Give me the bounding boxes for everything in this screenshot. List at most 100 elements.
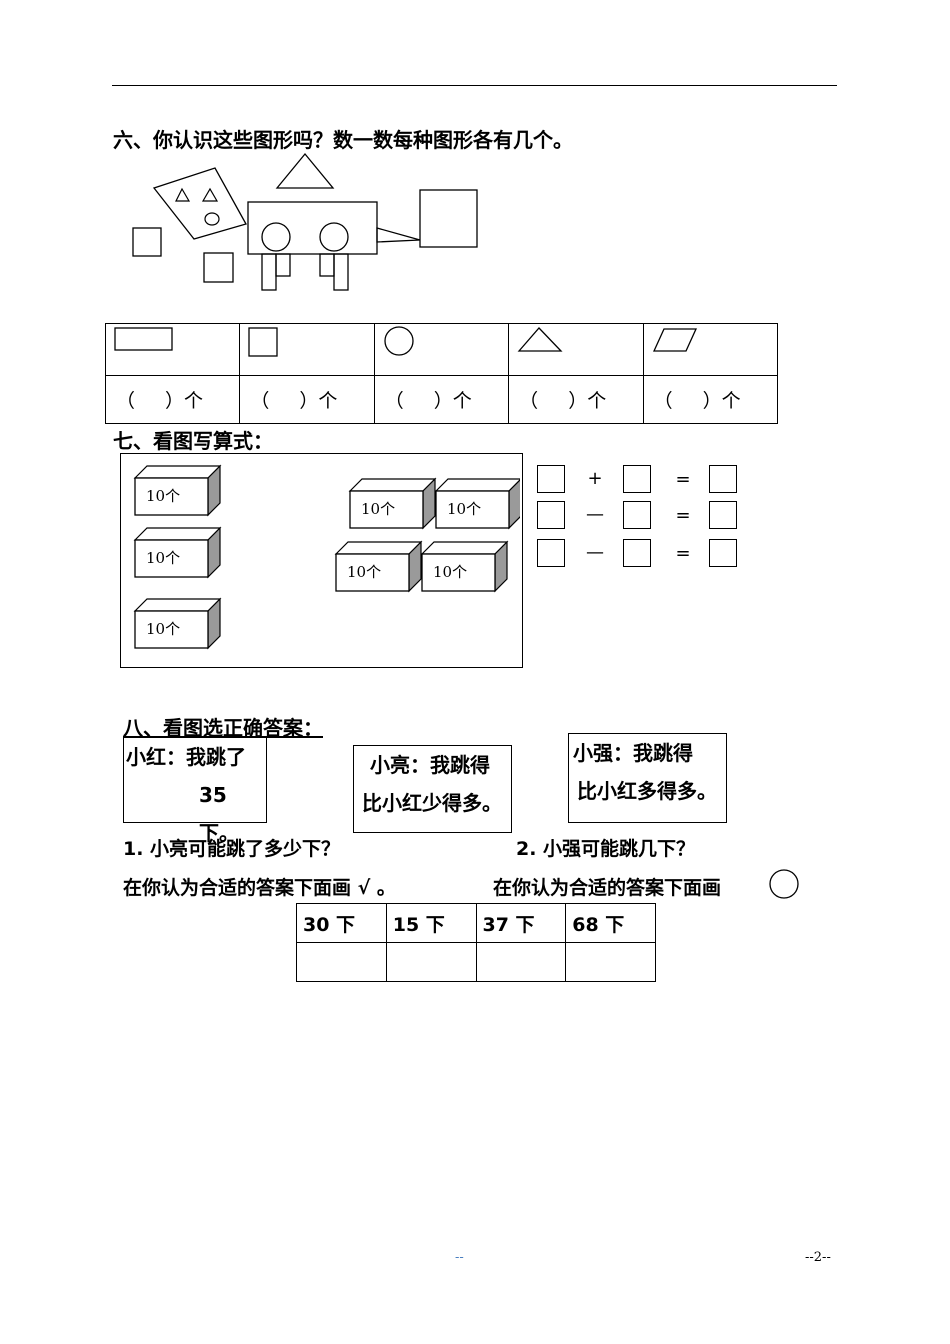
equation-blank[interactable]: [623, 465, 651, 493]
circle-icon: [384, 326, 414, 356]
ten-block: 10个: [133, 526, 222, 579]
answer-option: 30 下: [296, 903, 387, 943]
figure-circle-1: [261, 222, 291, 252]
equation-operator: —: [586, 504, 604, 525]
ten-block: 10个: [133, 597, 222, 650]
count-shape-rectangle: [104, 323, 241, 376]
figure-leg-2: [275, 253, 291, 277]
section7-title: 七、看图写算式：: [113, 429, 273, 453]
figure-small-circle: [204, 212, 220, 226]
bubble-xiaoqiang-line1: 小强：我跳得: [573, 741, 693, 765]
figure-leg-4: [333, 253, 349, 291]
ten-block-top: [348, 478, 437, 492]
equation-blank[interactable]: [623, 501, 651, 529]
footer-center: --: [455, 1250, 464, 1265]
ten-block-front: [421, 553, 496, 592]
ten-block-label: 10个: [146, 549, 180, 567]
equation-blank[interactable]: [537, 465, 565, 493]
equation-blank[interactable]: [709, 465, 737, 493]
triangle-icon: [517, 327, 563, 352]
figure-square-bottom: [203, 252, 234, 283]
parallelogram-icon: [652, 328, 697, 352]
count-table: （）个 （）个 （）个 （）个 （）个: [104, 323, 779, 424]
equation-blank[interactable]: [709, 501, 737, 529]
figure-tail-triangle: [376, 227, 421, 243]
answer-mark-cell[interactable]: [296, 942, 387, 982]
count-shape-triangle: [508, 323, 644, 376]
equation-blank[interactable]: [537, 501, 565, 529]
ten-block-top: [434, 478, 520, 492]
ten-block-top: [133, 527, 222, 541]
count-answer-cell[interactable]: （）个: [373, 375, 510, 424]
count-answer-cell[interactable]: （）个: [508, 375, 644, 424]
ten-block: 10个: [434, 478, 520, 530]
bubble-xiaohong: 小红：我跳了 35下。: [123, 737, 267, 845]
figure-small-triangle-2: [201, 187, 219, 202]
ten-block-top: [133, 598, 222, 612]
ten-block-label: 10个: [447, 500, 481, 518]
answer-mark-cell[interactable]: [385, 942, 477, 982]
answer-option: 37 下: [475, 903, 567, 943]
equation-blank[interactable]: [623, 539, 651, 567]
header-rule: [112, 85, 837, 86]
ten-block-front: [134, 610, 209, 649]
instruction-1: 在你认为合适的答案下面画 √ 。: [123, 877, 396, 899]
equation-equals: =: [675, 543, 691, 564]
page-number: --2--: [805, 1250, 831, 1265]
equation-operator: —: [586, 542, 604, 563]
count-shape-square: [239, 323, 375, 376]
ten-block-top: [334, 541, 423, 555]
answer-table: 30 下 15 下 37 下 68 下: [296, 903, 656, 982]
bubble-xiaoliang-line1: 小亮：我跳得: [370, 753, 490, 777]
figure-small-triangle-1: [175, 187, 191, 202]
bubble-xiaohong-line1: 小红：我跳了: [126, 745, 246, 769]
ten-block: 10个: [348, 477, 437, 530]
figure-square-left: [132, 227, 162, 257]
equation-blank[interactable]: [537, 539, 565, 567]
ten-block: 10个: [420, 540, 509, 593]
count-answer-cell[interactable]: （）个: [642, 375, 779, 424]
figure-square-right: [419, 189, 478, 248]
figure-body: [247, 201, 378, 255]
equation-operator: +: [587, 468, 603, 489]
figure-triangle: [275, 152, 335, 189]
ten-block-label: 10个: [347, 563, 381, 581]
count-shape-parallelogram: [642, 323, 779, 376]
question-1: 1. 小亮可能跳了多少下？: [123, 838, 341, 860]
bubble-xiaoqiang: 小强：我跳得 比小红多得多。: [568, 733, 727, 823]
ten-block-front: [335, 553, 410, 592]
bubble-xiaoqiang-line2: 比小红多得多。: [577, 779, 717, 803]
ten-block-front: [349, 490, 424, 529]
ten-block: 10个: [334, 540, 423, 593]
answer-mark-cell[interactable]: [475, 942, 567, 982]
ten-blocks-figure: 10个 10个 10个 10个 10个 10个 10个: [133, 464, 520, 650]
ten-block-label: 10个: [433, 563, 467, 581]
count-answer-cell[interactable]: （）个: [239, 375, 375, 424]
bubble-xiaoliang-line2: 比小红少得多。: [362, 791, 502, 815]
equation-equals: =: [675, 505, 691, 526]
bubble-xiaohong-line2: 35下。: [199, 783, 239, 845]
bubble-xiaoliang: 小亮：我跳得 比小红少得多。: [353, 745, 512, 833]
square-icon: [248, 327, 279, 357]
ten-block-label: 10个: [361, 500, 395, 518]
shapes-figure: [132, 152, 478, 291]
answer-mark-cell[interactable]: [565, 942, 656, 982]
circle-mark-icon: [769, 869, 799, 899]
answer-option: 68 下: [565, 903, 656, 943]
ten-block-label: 10个: [146, 487, 180, 505]
equation-blank[interactable]: [709, 539, 737, 567]
answer-option: 15 下: [385, 903, 477, 943]
question-2: 2. 小强可能跳几下？: [516, 838, 696, 860]
ten-block-label: 10个: [146, 620, 180, 638]
rectangle-icon: [114, 327, 173, 351]
section8-title: 八、看图选正确答案：: [123, 716, 323, 740]
equation-equals: =: [675, 469, 691, 490]
figure-parallelogram: [152, 167, 247, 240]
count-shape-circle: [373, 323, 510, 376]
ten-block-top: [420, 541, 509, 555]
section6-title: 六、你认识这些图形吗？数一数每种图形各有几个。: [113, 128, 573, 152]
count-answer-cell[interactable]: （）个: [104, 375, 241, 424]
ten-block-front: [134, 477, 209, 516]
ten-block: 10个: [133, 464, 222, 517]
figure-leg-1: [261, 253, 277, 291]
